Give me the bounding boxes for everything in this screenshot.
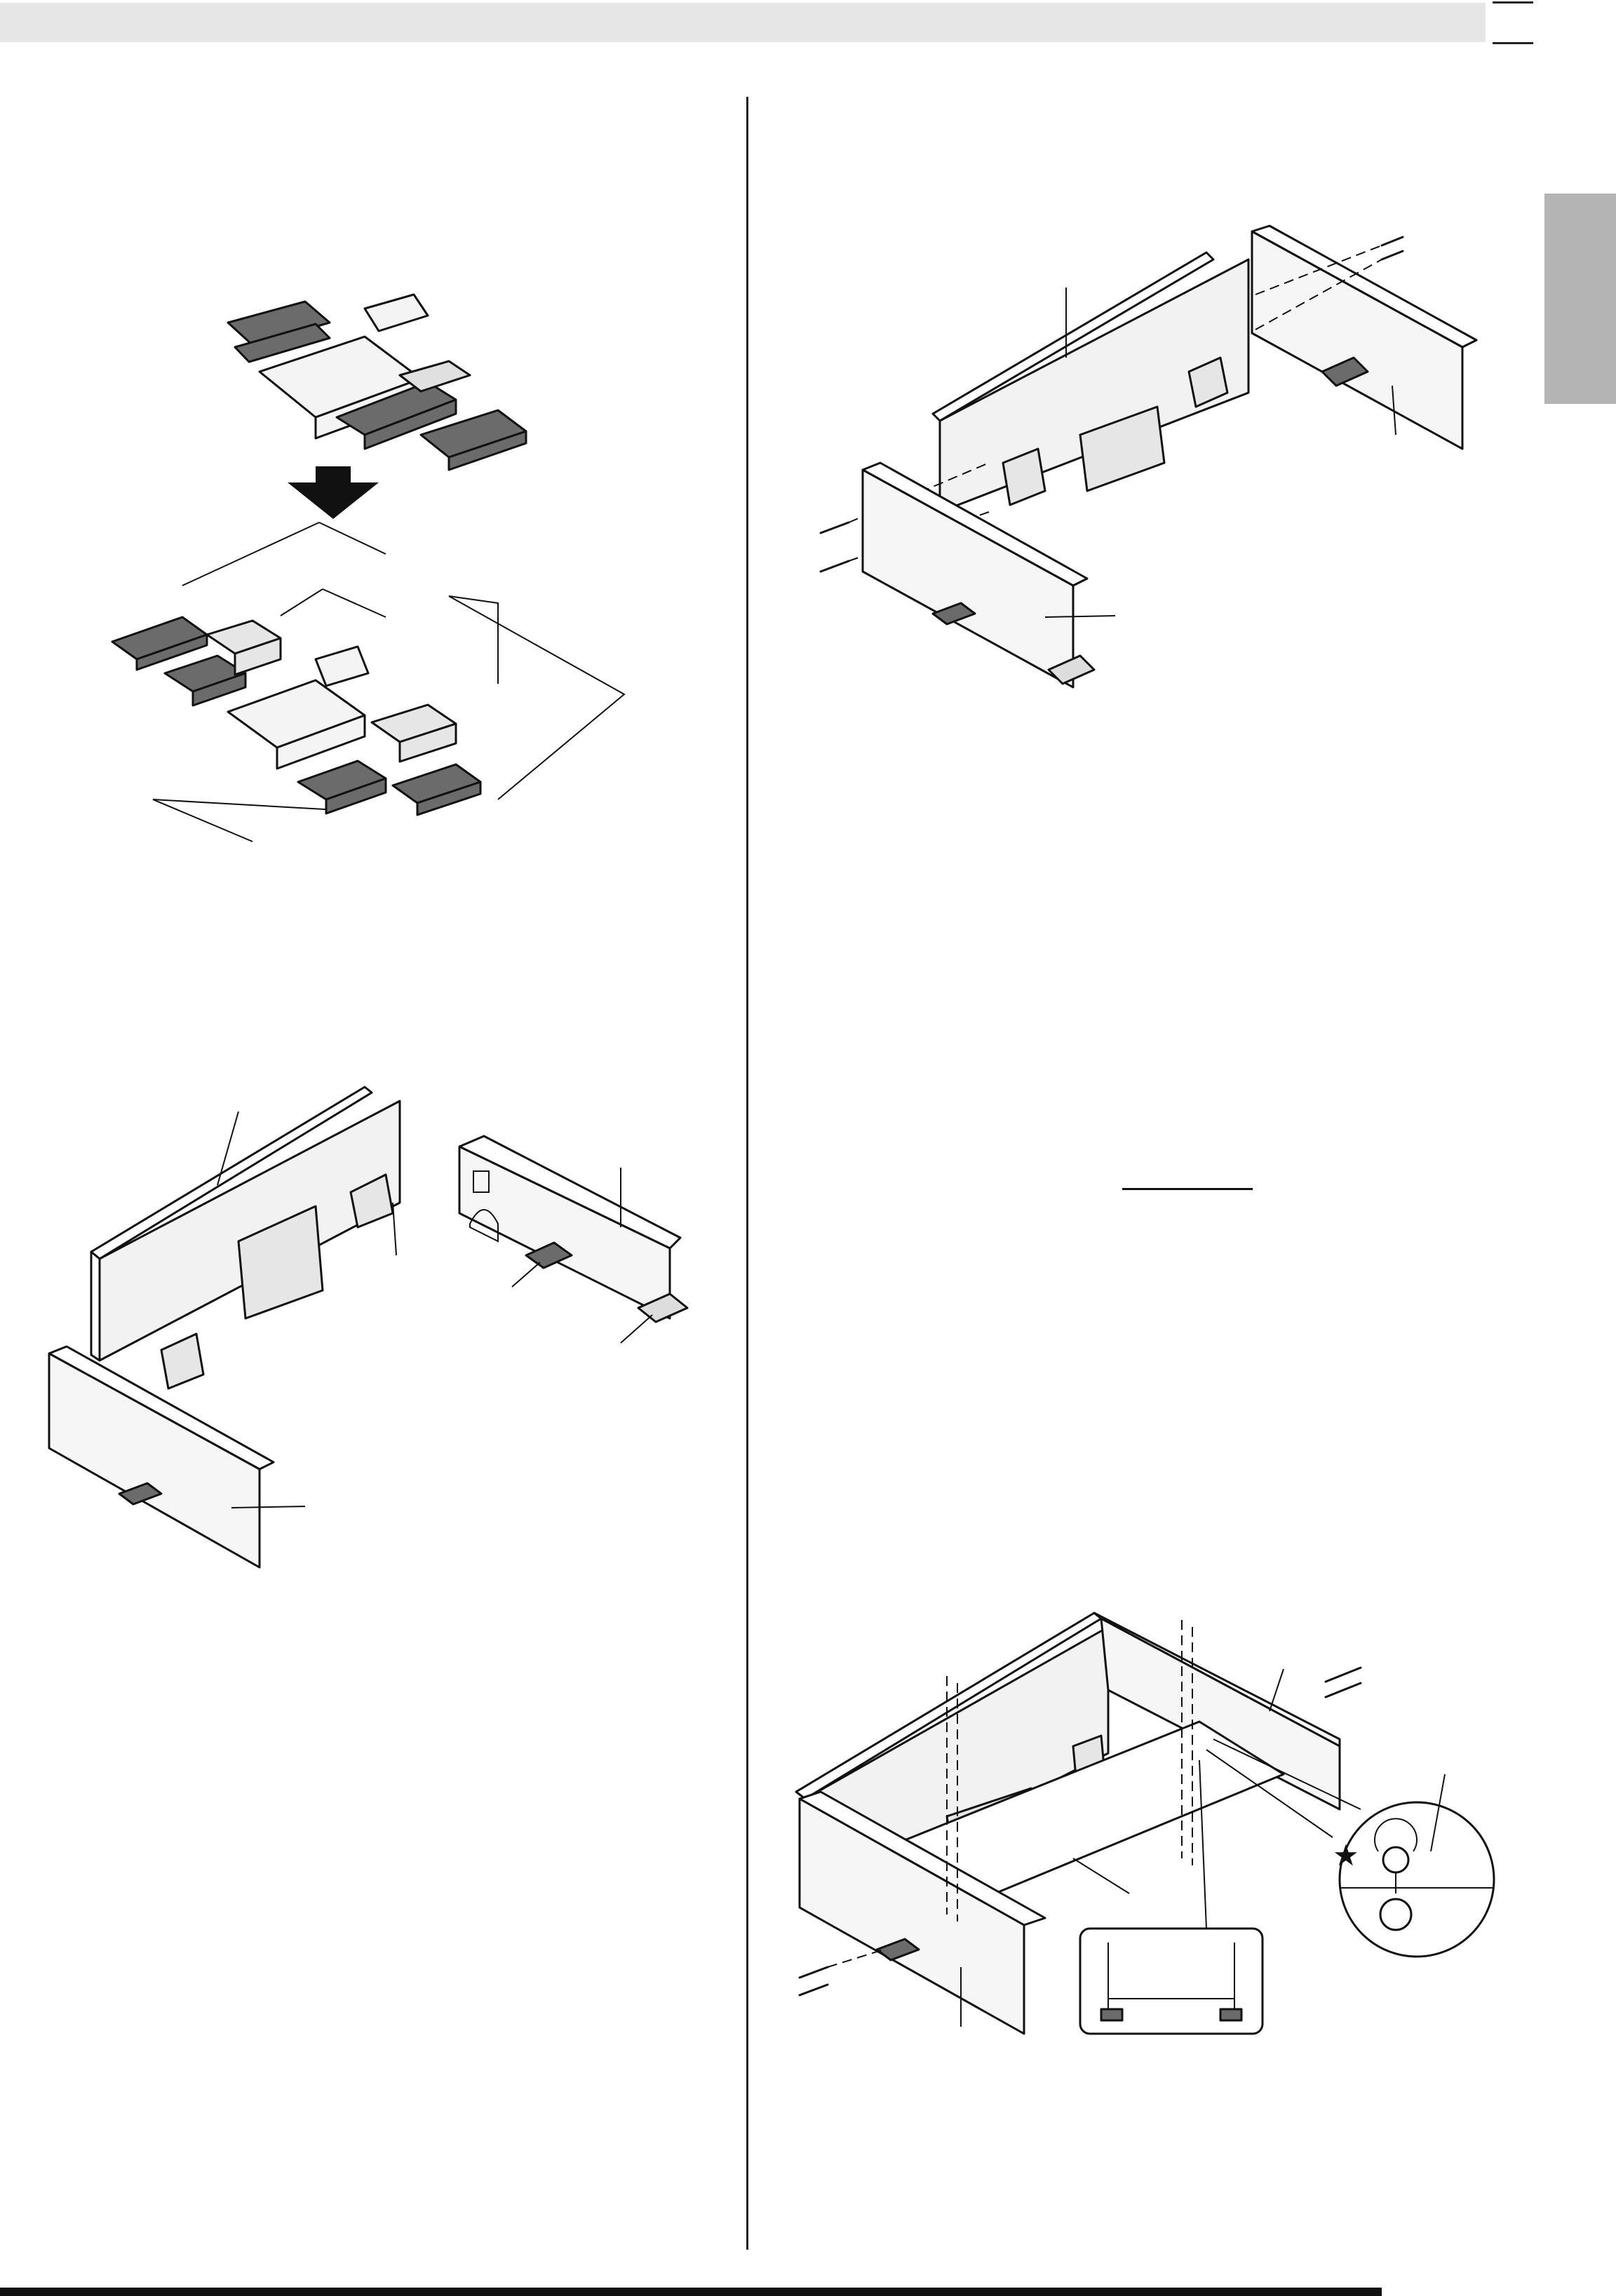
screws — [798, 1620, 1362, 1997]
footer-rule — [0, 2288, 1382, 2296]
right-side-panel — [458, 1135, 689, 1344]
section-side-tab — [1544, 194, 1616, 404]
side-panel-screw-assembly-illustration — [819, 224, 1478, 689]
left-side-panel — [48, 1345, 306, 1569]
star-icon: ★ — [1333, 1838, 1359, 1872]
zoom-detail: ★ — [1206, 1738, 1495, 1958]
left-side-panel — [861, 461, 1116, 689]
header-tick-mark — [1493, 42, 1533, 44]
back-board — [90, 1086, 401, 1390]
bracket-detail — [1079, 1760, 1264, 2035]
right-side-panel — [1251, 224, 1478, 450]
packing-foam-illustration — [111, 293, 626, 842]
column-divider — [746, 97, 748, 2250]
packed-foam-group — [227, 293, 527, 471]
down-arrow-icon — [288, 466, 379, 519]
blank-underline — [1122, 1188, 1253, 1190]
back-board — [931, 251, 1250, 513]
bottom-panel-assembly-illustration: ★ — [795, 1612, 1495, 2035]
foam-pieces — [111, 616, 482, 816]
stand-parts-illustration — [48, 1086, 689, 1569]
header-bar — [0, 3, 1486, 42]
header-tick-mark — [1493, 1, 1533, 4]
